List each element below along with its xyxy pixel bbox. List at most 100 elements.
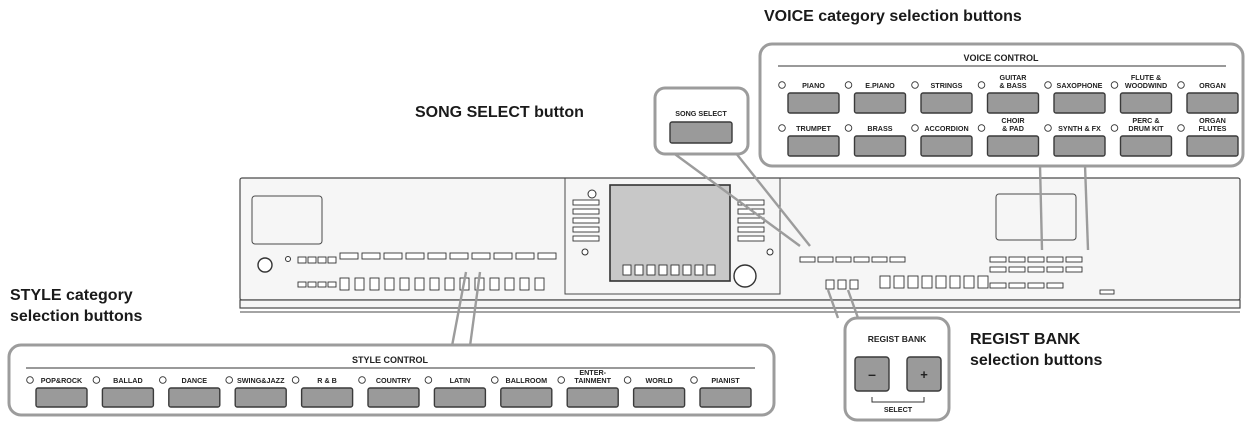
voice-perc-drum-kit: PERC &DRUM KIT	[1110, 116, 1173, 157]
panel-button-detail	[893, 275, 905, 289]
voice-choir-pad-led	[977, 124, 986, 132]
style-ballroom-button[interactable]	[500, 387, 553, 408]
style-r-b-led	[291, 376, 300, 384]
style-world-label: WORLD	[646, 376, 673, 385]
panel-button-detail	[427, 252, 447, 260]
voice-perc-drum-kit-label-2: DRUM KIT	[1128, 124, 1164, 133]
panel-button-detail	[835, 256, 852, 263]
panel-button-detail	[989, 266, 1007, 273]
panel-button-detail	[1027, 266, 1045, 273]
panel-button-detail	[297, 281, 307, 288]
regist-bank-minus-button[interactable]	[854, 356, 890, 392]
style-pop-rock-button[interactable]	[35, 387, 88, 408]
panel-button-detail	[429, 277, 440, 291]
style-category-callout: STYLE category selection buttons	[10, 286, 142, 328]
panel-button-detail	[572, 199, 600, 206]
voice-trumpet-label: TRUMPET	[796, 124, 831, 133]
panel-button-detail	[354, 277, 365, 291]
style-ballad-button[interactable]	[101, 387, 155, 408]
style-latin-led	[424, 376, 433, 384]
panel-button-detail	[572, 235, 600, 242]
voice-e-piano-label: E.PIANO	[865, 81, 895, 90]
regist-callout-line2: selection buttons	[970, 351, 1103, 369]
panel-button-detail	[1046, 256, 1064, 263]
voice-piano-button[interactable]	[787, 92, 840, 114]
style-dance-led	[159, 376, 167, 384]
voice-organ-button[interactable]	[1186, 92, 1239, 114]
panel-button-detail	[471, 252, 491, 260]
panel-button-detail	[572, 208, 600, 215]
voice-e-piano: E.PIANO	[844, 81, 907, 114]
voice-organ-flutes-button[interactable]	[1186, 135, 1239, 157]
style-latin-button[interactable]	[433, 387, 487, 408]
panel-button-detail	[572, 217, 600, 224]
style-pianist-button[interactable]	[699, 387, 752, 408]
panel-button-detail	[444, 277, 455, 291]
style-swing-jazz: SWING&JAZZ	[225, 376, 287, 408]
panel-button-detail	[737, 199, 765, 206]
panel-button-detail	[1065, 256, 1083, 263]
voice-trumpet-led	[778, 124, 786, 132]
style-dance-button[interactable]	[168, 387, 221, 408]
voice-trumpet-button[interactable]	[787, 135, 840, 157]
style-pianist-led	[690, 376, 698, 384]
panel-button-detail	[327, 256, 337, 264]
style-country-button[interactable]	[367, 387, 420, 408]
panel-button-detail	[1008, 282, 1026, 289]
leader-lines	[450, 151, 1090, 347]
voice-perc-drum-kit-button[interactable]	[1119, 135, 1173, 157]
voice-synth-fx-button[interactable]	[1053, 135, 1106, 157]
style-pianist-label: PIANIST	[711, 376, 740, 385]
voice-saxophone-button[interactable]	[1053, 92, 1106, 114]
panel-button-detail	[399, 277, 410, 291]
regist-bank-callout: REGIST BANK selection buttons	[970, 330, 1102, 372]
panel-button-detail	[1027, 282, 1045, 289]
voice-flute-woodwind-led	[1110, 81, 1119, 89]
style-dance-label: DANCE	[182, 376, 208, 385]
panel-button-detail	[825, 279, 835, 290]
voice-perc-drum-kit-led	[1110, 124, 1119, 132]
style-world-button[interactable]	[632, 387, 686, 408]
voice-category-callout: VOICE category selection buttons	[764, 8, 1022, 25]
style-ballroom-led	[491, 376, 499, 384]
style-country-label: COUNTRY	[376, 376, 411, 385]
voice-e-piano-button[interactable]	[853, 92, 907, 114]
style-callout-line2: selection buttons	[10, 307, 143, 325]
voice-guitar-bass-label-2: & BASS	[999, 81, 1026, 90]
panel-button-detail	[1046, 282, 1064, 289]
style-r-b-button[interactable]	[300, 387, 354, 408]
voice-synth-fx: SYNTH & FX	[1044, 124, 1106, 157]
panel-button-detail	[849, 279, 859, 290]
regist-bank-plus-button[interactable]	[906, 356, 942, 392]
panel-button-detail	[670, 264, 680, 276]
song-select-button[interactable]	[669, 121, 733, 144]
voice-guitar-bass-button[interactable]	[986, 92, 1040, 114]
panel-button-detail	[799, 256, 816, 263]
panel-button-detail	[694, 264, 704, 276]
voice-accordion-label: ACCORDION	[924, 124, 968, 133]
panel-button-detail	[339, 252, 359, 260]
voice-piano-led	[778, 81, 786, 89]
voice-accordion-button[interactable]	[920, 135, 973, 157]
panel-button-detail	[414, 277, 425, 291]
voice-brass-button[interactable]	[853, 135, 907, 157]
voice-accordion-led	[911, 124, 919, 132]
voice-strings: STRINGS	[911, 81, 973, 114]
panel-button-detail	[1008, 266, 1026, 273]
panel-button-detail	[317, 281, 327, 288]
panel-button-detail	[519, 277, 530, 291]
voice-flute-woodwind-button[interactable]	[1119, 92, 1173, 114]
voice-organ-label: ORGAN	[1199, 81, 1226, 90]
panel-button-detail	[317, 256, 327, 264]
regist-bank-panel: REGIST BANK – + SELECT	[843, 316, 951, 422]
panel-button-detail	[921, 275, 933, 289]
panel-button-detail	[361, 252, 381, 260]
voice-strings-button[interactable]	[920, 92, 973, 114]
voice-choir-pad-button[interactable]	[986, 135, 1040, 157]
style-enter-tainment-label-2: TAINMENT	[574, 376, 611, 385]
voice-perc-drum-kit-label-1: PERC &	[1132, 116, 1159, 125]
style-swing-jazz-button[interactable]	[234, 387, 287, 408]
style-r-b-label: R & B	[317, 376, 337, 385]
style-enter-tainment-button[interactable]	[566, 387, 619, 408]
